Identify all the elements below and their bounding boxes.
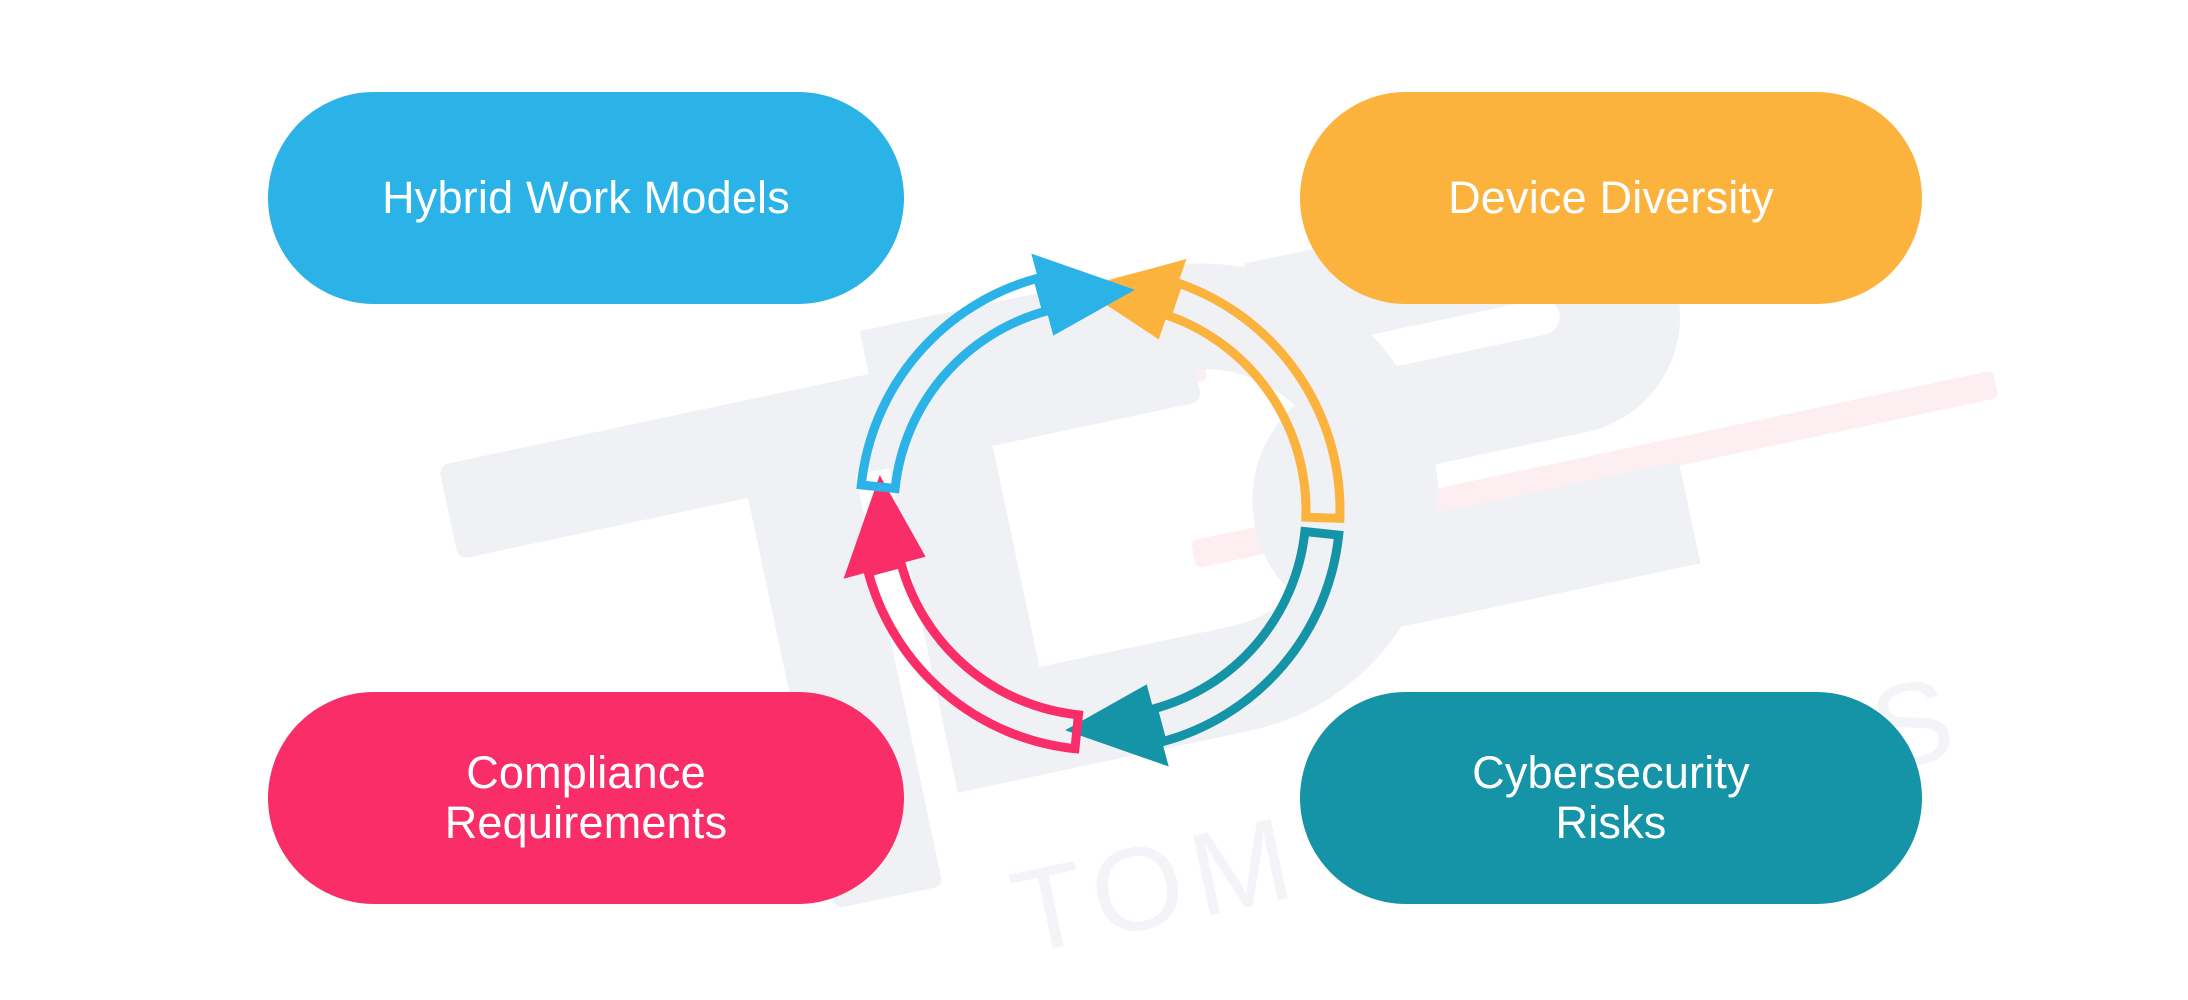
node-hybrid-work-models[interactable]: Hybrid Work Models [268,92,904,304]
arc-top-right-band [1161,277,1345,524]
arc-top-left-arrowhead [1031,253,1135,336]
node-cybersecurity-risks-label: Cybersecurity Risks [1472,746,1750,848]
arc-top-left-notch [1033,277,1052,313]
arc-bottom-left-band [862,557,1084,754]
node-cybersecurity-risks[interactable]: Cybersecurity Risks [1300,692,1922,904]
arc-top-right-notch [1162,281,1183,317]
arc-bottom-left-notch [867,558,903,577]
node-hybrid-work-models-label: Hybrid Work Models [382,171,790,223]
node-compliance-requirements[interactable]: Compliance Requirements [268,692,904,904]
node-device-diversity[interactable]: Device Diversity [1300,92,1922,304]
cycle-diagram [843,253,1345,767]
node-device-diversity-label: Device Diversity [1448,171,1774,223]
arc-top-left-band [856,272,1053,494]
node-compliance-requirements-label: Compliance Requirements [444,746,728,848]
arc-bottom-right-arrowhead [1065,684,1169,767]
arc-bottom-left-arrowhead [843,475,926,579]
arc-top-right-arrowhead [1080,258,1187,340]
arc-bottom-right-notch [1148,707,1167,743]
arc-bottom-right-band [1147,526,1344,748]
